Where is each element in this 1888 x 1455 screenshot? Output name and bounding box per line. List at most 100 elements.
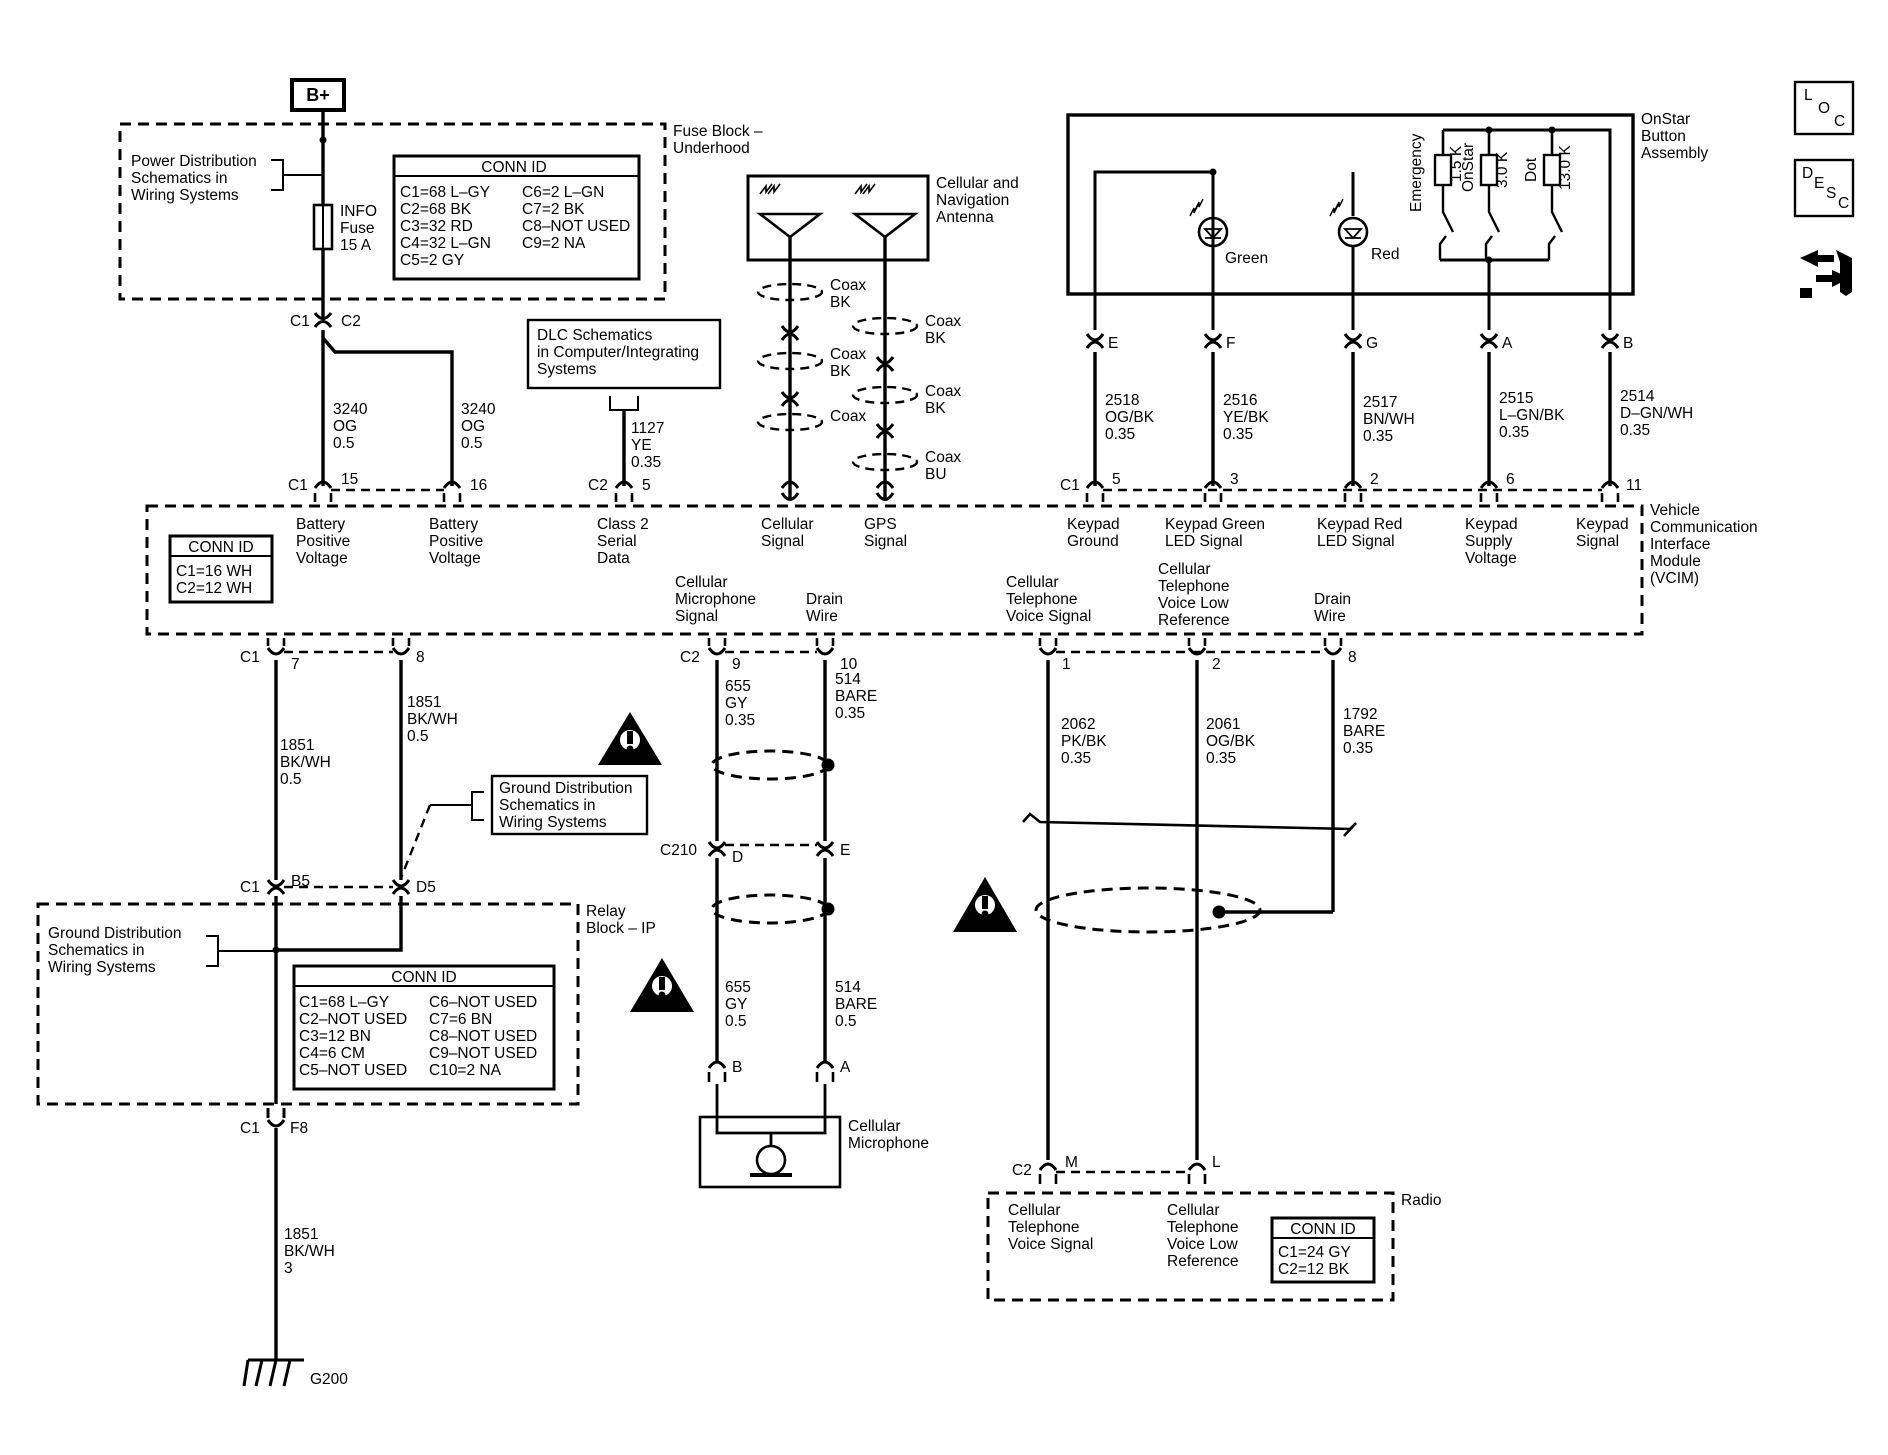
fuse-block-title-2: Underhood (673, 140, 750, 157)
relay-block-outline (36, 902, 580, 1106)
cellular-microphone: B A Cellular Microphone (698, 1059, 929, 1189)
pin-function-label: Cellular (1158, 561, 1211, 578)
pin-label: 16 (470, 477, 487, 494)
side-icons: L O C D E S C (1793, 80, 1855, 298)
wire-label: GY (725, 996, 747, 1013)
onstar-title: Button (1641, 128, 1686, 145)
resistor-label: 3.0 K (1494, 151, 1511, 188)
wire-label: GY (725, 695, 747, 712)
pin-function-label: Class 2 (597, 516, 649, 533)
pin-function-label: Voltage (296, 550, 348, 567)
pin-label: 7 (291, 656, 300, 673)
fuse-conn-id-row: C1=68 L–GY (400, 184, 490, 201)
fuse-conn-id-row: C6=2 L–GN (522, 184, 604, 201)
pin-function-label: Keypad Red (1317, 516, 1402, 533)
pin-function-label: Serial (597, 533, 637, 550)
wire-label: BARE (1343, 723, 1385, 740)
pin-function-label: Voice Signal (1006, 608, 1091, 625)
pin-function-label: Telephone (1167, 1219, 1239, 1236)
wire-label: 0.35 (1499, 424, 1529, 441)
fuse-conn-id-row: C2=68 BK (400, 201, 472, 218)
wire-label: BARE (835, 688, 877, 705)
fuse-label-1: INFO (340, 203, 377, 220)
connector-label: C1 (1060, 477, 1080, 494)
pin-function-label: Signal (761, 533, 804, 550)
antenna-box (746, 174, 930, 262)
pin-function-label: Keypad (1465, 516, 1518, 533)
radio-conn-id-title: CONN ID (1290, 1221, 1355, 1238)
wire-label: 2517 (1363, 394, 1397, 411)
loc-icon-letter: L (1804, 87, 1813, 104)
pin-function-label: Ground (1067, 533, 1119, 550)
vcim-conn-id-row: C1=16 WH (176, 563, 252, 580)
relay-title: Block – IP (586, 920, 656, 937)
onstar-title: OnStar (1641, 111, 1690, 128)
pin-function-label: Supply (1465, 533, 1513, 550)
relay-conn-id-row: C7=6 BN (429, 1011, 492, 1028)
fuse-conn-id-row: C8–NOT USED (522, 218, 630, 235)
wire-label: 0.35 (1363, 428, 1393, 445)
warning-icons (598, 712, 1017, 1012)
wire-label: 655 (725, 979, 751, 996)
desc-icon[interactable]: D E S C (1793, 158, 1855, 218)
antenna-title: Antenna (936, 209, 994, 226)
wire-label: 514 (835, 979, 861, 996)
pin-label: 5 (1112, 471, 1121, 488)
pin-function-label: Telephone (1158, 578, 1230, 595)
vcim-conn-id-title: CONN ID (188, 539, 253, 556)
pin-function-label: Drain (806, 591, 843, 608)
pin-function-label: Signal (1576, 533, 1619, 550)
fuse-conn-id-row: C7=2 BK (522, 201, 585, 218)
coax-label: BK (925, 400, 946, 417)
loc-icon[interactable]: L O C (1793, 80, 1855, 136)
pin-function-label: Keypad (1576, 516, 1629, 533)
power-dist-bracket (271, 159, 323, 191)
ground-g200: G200 (242, 1358, 348, 1388)
onstar-box (1066, 113, 1635, 296)
desc-icon-letter: D (1802, 165, 1813, 182)
coax-label: BU (925, 466, 947, 483)
wire-label: 0.35 (835, 705, 865, 722)
wire-label: YE/BK (1223, 409, 1269, 426)
coax-label: Coax (925, 313, 961, 330)
pin-function-label: Keypad (1067, 516, 1120, 533)
pin-function-label: Voice Signal (1008, 1236, 1093, 1253)
coax-label: Coax (925, 383, 961, 400)
pin-label: D5 (416, 879, 436, 896)
wire-label: 0.35 (631, 454, 661, 471)
wire-label: 514 (835, 671, 861, 688)
wire-label: 0.35 (1343, 740, 1373, 757)
wire-label: PK/BK (1061, 733, 1107, 750)
warning-icon (953, 877, 1017, 932)
wire-label: 2062 (1061, 716, 1095, 733)
relay-conn-id-row: C9–NOT USED (429, 1045, 537, 1062)
antenna-title: Cellular and (936, 175, 1019, 192)
connector-label: C1 (288, 477, 308, 494)
pin-label: L (1212, 1154, 1221, 1171)
switch-label: Dot (1523, 157, 1540, 182)
ground-ref-text: Wiring Systems (499, 814, 607, 831)
component-view-icon[interactable] (1800, 250, 1852, 298)
pin-function-label: Data (597, 550, 630, 567)
wire-label: OG/BK (1105, 409, 1155, 426)
vcim-conn-id-table (168, 534, 274, 604)
relay-title: Relay (586, 903, 626, 920)
pin-label: 11 (1626, 477, 1642, 494)
pin-function-label: Telephone (1006, 591, 1078, 608)
red-led-label: Red (1371, 246, 1399, 263)
power-dist-ref-2: Schematics in (131, 170, 227, 187)
pin-function-label: Telephone (1008, 1219, 1080, 1236)
green-led-label: Green (1225, 250, 1268, 267)
wire-label: 3 (284, 1260, 293, 1277)
wire-label: OG (333, 418, 357, 435)
wire-label: 3240 (461, 401, 496, 418)
pin-label: B (732, 1059, 742, 1076)
fuse-label-2: Fuse (340, 220, 374, 237)
pin-function-label: Cellular (1167, 1202, 1220, 1219)
wire-label: 1127 (631, 420, 664, 437)
pin-function-label: LED Signal (1165, 533, 1243, 550)
wire-label: BARE (835, 996, 877, 1013)
pin-label: A (840, 1059, 851, 1076)
wire-label: 0.35 (1206, 750, 1236, 767)
coax-label: Coax (830, 346, 866, 363)
